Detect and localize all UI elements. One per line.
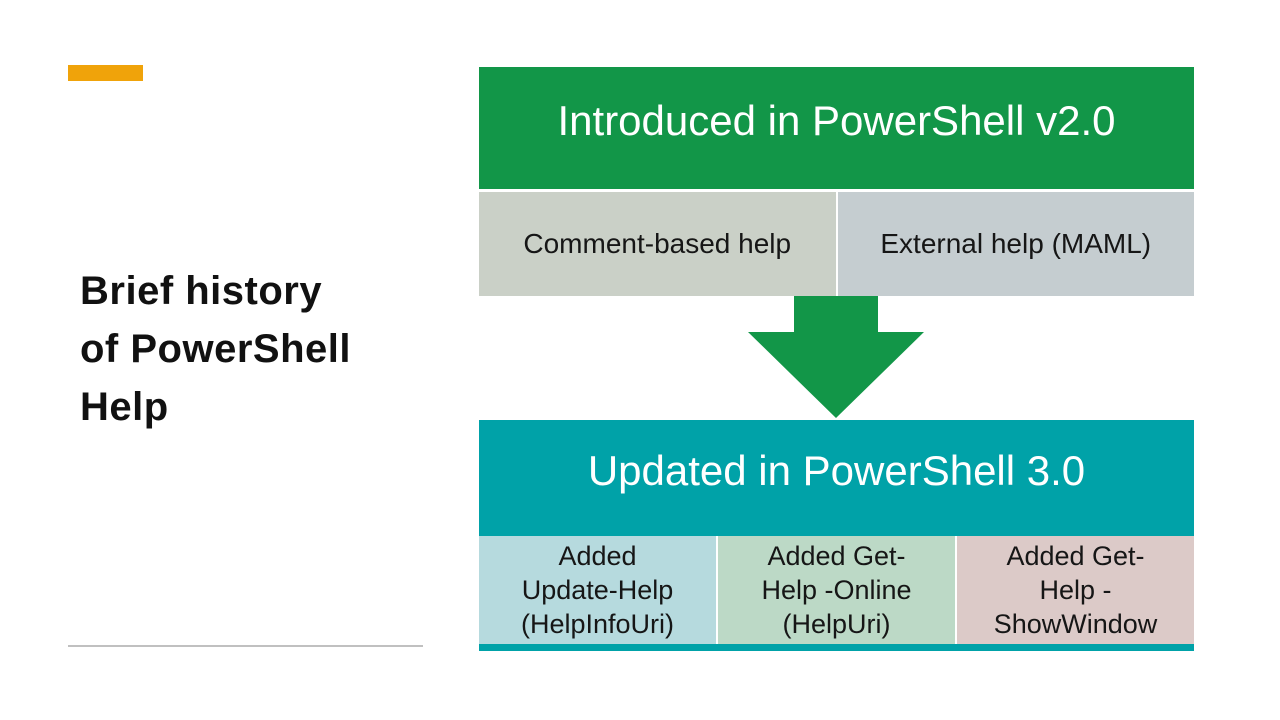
v3-cell-label: Added Get-Help -ShowWindow [993, 541, 1158, 639]
v3-cell-get-help-showwindow: Added Get-Help -ShowWindow [957, 536, 1194, 644]
down-arrow-shape [748, 296, 924, 418]
v3-cell-get-help-online: Added Get-Help -Online (HelpUri) [718, 536, 955, 644]
slide-title-line-1: Brief history [80, 269, 323, 313]
v2-cell-comment-based-help: Comment-based help [479, 192, 836, 296]
down-arrow-icon [748, 296, 924, 418]
v3-table-header: Updated in PowerShell 3.0 [479, 420, 1194, 536]
v2-cell-label: Comment-based help [523, 228, 792, 259]
footer-divider-line [68, 645, 423, 647]
v3-table-cells: Added Update-Help (HelpInfoUri) Added Ge… [479, 536, 1194, 644]
v2-table-header: Introduced in PowerShell v2.0 [479, 67, 1194, 189]
v2-cell-external-help-maml: External help (MAML) [837, 192, 1194, 296]
v3-cell-update-help: Added Update-Help (HelpInfoUri) [479, 536, 716, 644]
slide-title: Brief history of PowerShell Help [80, 262, 450, 436]
slide-title-line-2: of PowerShell [80, 327, 351, 371]
slide-title-line-3: Help [80, 385, 169, 429]
v3-cell-label: Added Update-Help (HelpInfoUri) [520, 541, 675, 639]
v2-header-label: Introduced in PowerShell v2.0 [557, 97, 1116, 144]
v3-table-accent-strip [479, 644, 1194, 651]
v2-cell-label: External help (MAML) [880, 228, 1152, 259]
v3-header-label: Updated in PowerShell 3.0 [587, 447, 1086, 494]
title-accent-bar [68, 65, 143, 81]
v2-table-cells: Comment-based help External help (MAML) [479, 192, 1194, 296]
v3-cell-label: Added Get-Help -Online (HelpUri) [761, 541, 912, 639]
